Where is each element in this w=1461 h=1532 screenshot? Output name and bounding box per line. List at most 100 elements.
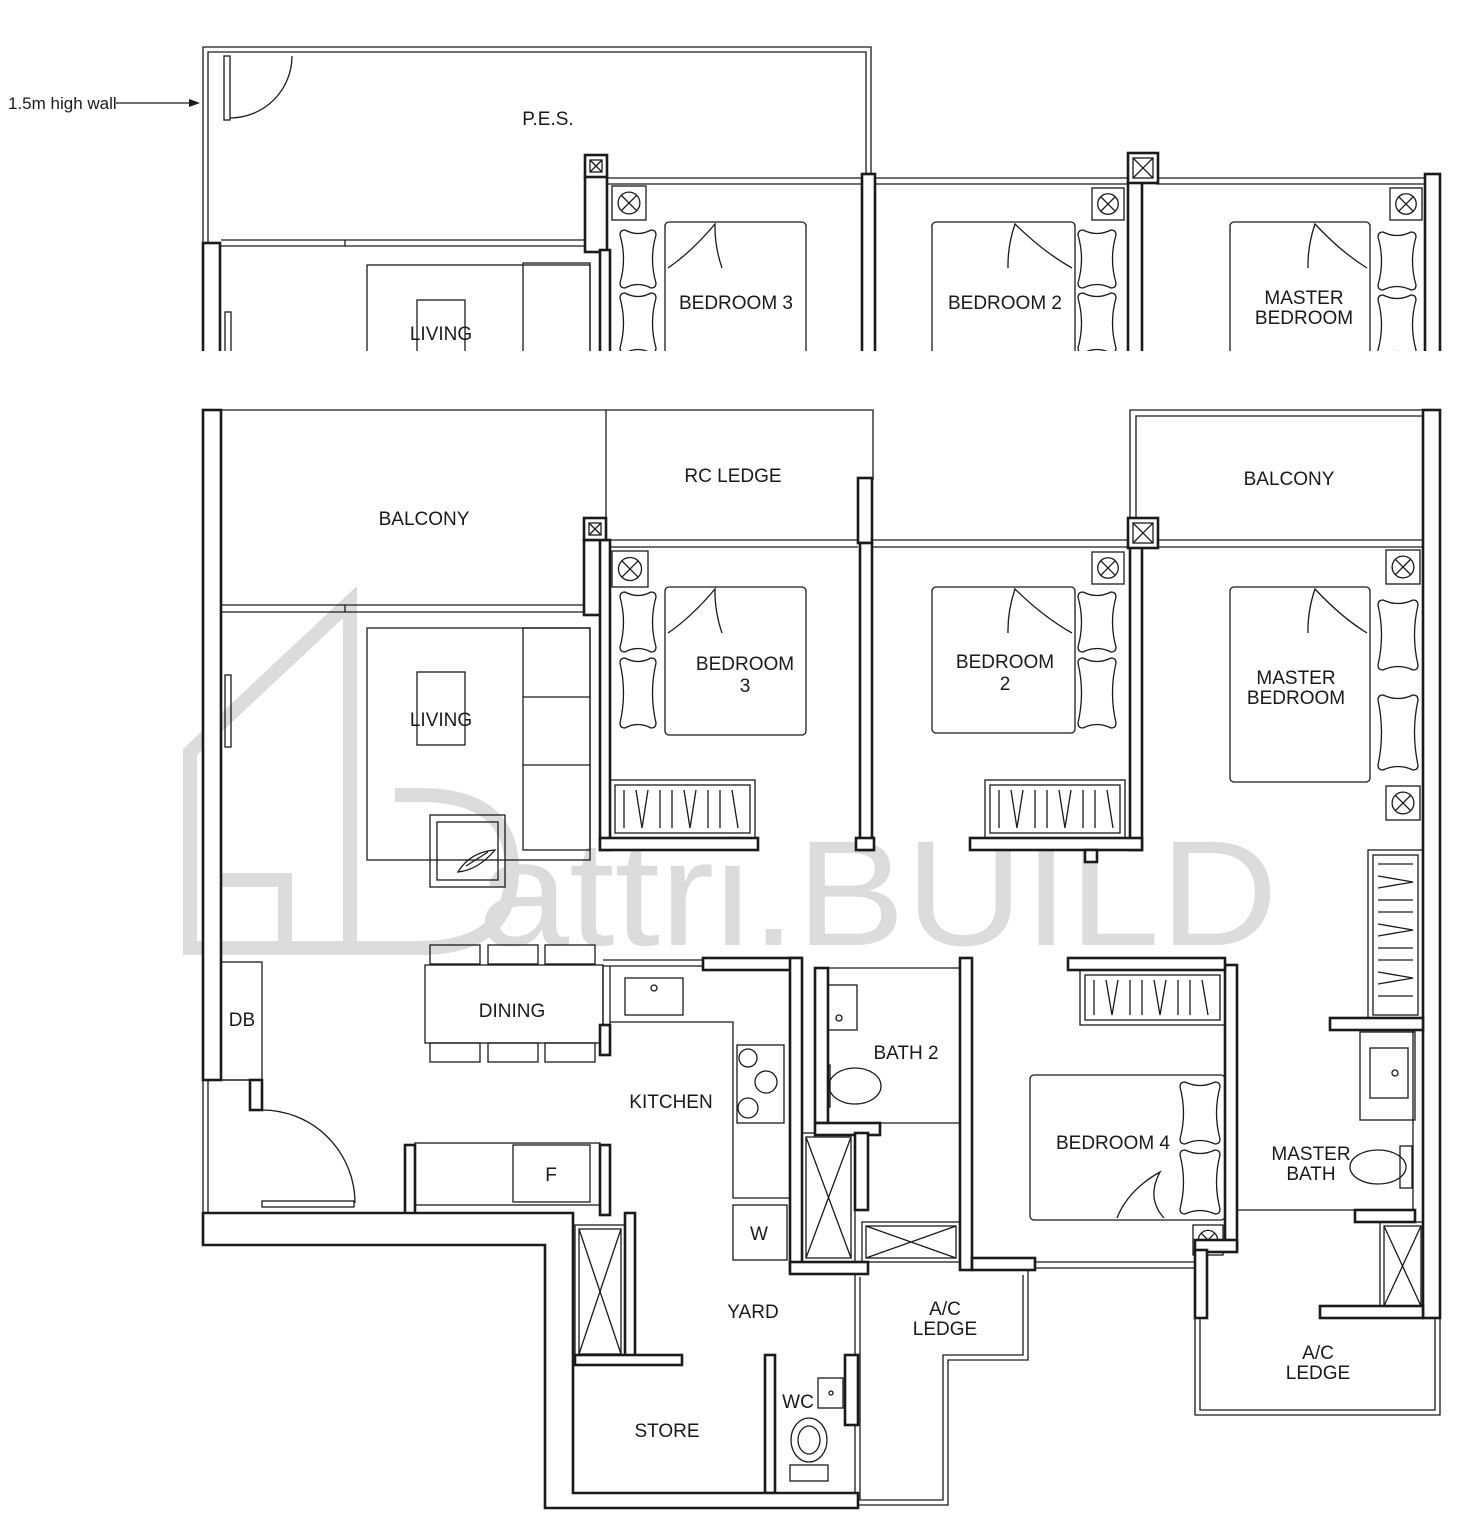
watermark-house-inner — [208, 873, 292, 948]
wardrobe-inner — [1084, 974, 1221, 1021]
ac-ledge-right-label-line2: LEDGE — [1286, 1363, 1350, 1384]
yard-vent-grille-cross — [578, 1228, 622, 1355]
master-vanity — [1359, 1031, 1416, 1121]
pes-door-leaf — [223, 55, 231, 121]
bed2-bottom-wall — [968, 836, 1144, 852]
column-inner — [1132, 522, 1154, 544]
column-inner — [588, 522, 602, 536]
aircon-fan-blades — [621, 560, 639, 578]
entry-door-swing — [261, 1109, 356, 1204]
master-bath-label-line1: MASTER — [1271, 1144, 1350, 1165]
pillow — [619, 229, 657, 289]
high-wall-annotation: 1.5m high wall — [8, 94, 200, 113]
bath2-vent-grille-inner — [865, 1225, 957, 1259]
wc-left-wall — [763, 1353, 777, 1495]
kitchen-label: KITCHEN — [629, 1092, 712, 1113]
column-cross — [589, 159, 603, 173]
wardrobe-hangers — [1093, 979, 1209, 1016]
bed2-master-party-wall — [1128, 543, 1144, 852]
bed3-left-wall — [598, 538, 612, 852]
hob-burner — [738, 1048, 758, 1068]
bath2-shower-side-wall — [853, 1131, 870, 1212]
bath2-vent-grille — [861, 1221, 961, 1263]
entry-door-leaf — [261, 1200, 355, 1208]
plant-leaf-icon — [456, 849, 497, 873]
master-bedroom-label-line2: BEDROOM — [1247, 688, 1345, 709]
fridge-counter — [414, 1142, 601, 1206]
wardrobe-inner — [614, 784, 751, 834]
aircon-unit — [1091, 551, 1125, 585]
duvet-fold — [667, 222, 723, 269]
master-bath-lower-wall — [1193, 1248, 1209, 1320]
wardrobe-frame — [1079, 969, 1226, 1026]
dining-chair — [487, 944, 539, 965]
structural-column — [1126, 151, 1160, 185]
pillow — [1077, 591, 1117, 653]
pillow — [1377, 599, 1419, 671]
aircon-fan — [617, 191, 641, 215]
aircon-fan — [1391, 791, 1415, 815]
column-inner — [589, 159, 603, 173]
armchair-seat — [436, 821, 499, 881]
bath2-toilet-bowl — [828, 1067, 882, 1105]
kitchen-sink — [624, 977, 684, 1016]
column-cross — [1132, 522, 1154, 544]
upper-wall — [583, 174, 609, 254]
right-outer-wall — [1421, 408, 1442, 1320]
kitchen-stub-wall — [598, 1023, 612, 1057]
fridge-right-wall — [598, 1143, 612, 1217]
duvet-fold — [667, 587, 723, 634]
column-inner — [1132, 157, 1154, 179]
pillow — [1377, 231, 1417, 291]
bottom-outer-wall — [201, 1211, 860, 1510]
balcony-rc-ledge-outline — [221, 409, 874, 519]
hob-burner — [754, 1070, 778, 1094]
upper-bed3-left-wall — [598, 248, 612, 351]
balcony-left-label: BALCONY — [379, 509, 470, 530]
master-balcony-outline — [1129, 409, 1440, 540]
upper-master-bed-frame — [1229, 221, 1371, 351]
upper-bed2-right-wall — [1126, 180, 1144, 351]
bath2-inner-wall — [813, 966, 830, 1125]
wc-toilet-bowl — [790, 1417, 828, 1463]
master-basin-drain — [1391, 1069, 1399, 1077]
aircon-fan-blades — [620, 194, 638, 212]
upper-partial-plan — [201, 46, 1442, 351]
fridge-box — [512, 1144, 591, 1203]
aircon-fan-blades — [1394, 794, 1412, 812]
upper-living-sliding-door — [221, 239, 585, 247]
bedroom4-top-wall — [1066, 956, 1227, 972]
yard-left-wall — [623, 1211, 637, 1360]
dining-chair — [429, 944, 481, 965]
bath2-basin-drain — [835, 1014, 843, 1022]
wc-toilet-tank — [789, 1464, 829, 1482]
aircon-unit — [1385, 785, 1421, 821]
bedroom4-bottom-wall — [970, 1256, 1037, 1272]
main-floor-plan — [201, 408, 1442, 1510]
structural-column — [582, 516, 608, 542]
column-cross — [588, 522, 602, 536]
upper-sofa — [522, 262, 591, 351]
upper-bed3-right-wall — [860, 172, 877, 351]
kitchen-hob — [736, 1044, 785, 1124]
entry-side-outline — [202, 1079, 250, 1213]
duvet-fold — [1007, 587, 1073, 634]
yard-label: YARD — [727, 1302, 778, 1323]
aircon-casing — [1385, 549, 1421, 585]
pillow — [619, 657, 657, 729]
bedroom2-label-line1: BEDROOM — [956, 652, 1054, 673]
pillow — [1077, 292, 1117, 351]
master-toilet-bowl — [1349, 1149, 1407, 1185]
master-shower-cross — [1383, 1225, 1422, 1307]
bedroom-windows — [607, 539, 1423, 548]
washer-label: W — [750, 1224, 768, 1245]
bath2-label: BATH 2 — [873, 1043, 938, 1064]
pillow — [619, 292, 657, 351]
master-bedroom-bottom-wall — [1328, 1016, 1425, 1032]
aircon-fan — [1391, 555, 1415, 579]
dining-label: DINING — [479, 1001, 546, 1022]
sofa-cushion-dividers — [523, 696, 590, 766]
upper-living-label: LIVING — [410, 324, 472, 345]
master-bath-label-line2: BATH — [1286, 1164, 1335, 1185]
bath2-shower-inner — [805, 1136, 852, 1259]
